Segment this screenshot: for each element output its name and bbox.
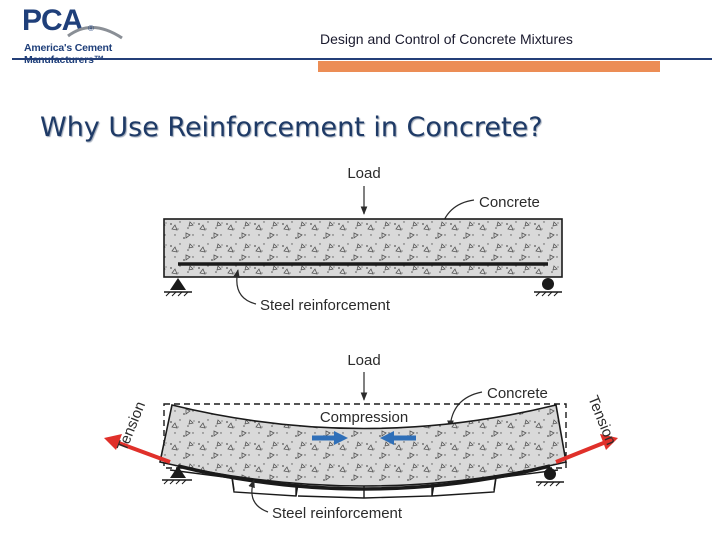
bottom-steel-leader — [248, 479, 269, 513]
header-accent-bar — [318, 61, 660, 72]
header-title: Design and Control of Concrete Mixtures — [320, 31, 573, 47]
compression-label: Compression — [320, 409, 408, 426]
bottom-concrete-label: Concrete — [487, 385, 548, 402]
deflected-beam-diagram: Load Concrete Compression — [104, 352, 619, 522]
bottom-load-label: Load — [347, 352, 380, 369]
top-concrete-beam — [163, 218, 563, 278]
compression-arrow-left-icon — [380, 431, 416, 445]
top-roller-support-icon — [534, 278, 562, 297]
bottom-pin-support-icon — [162, 466, 192, 485]
header-rule — [12, 58, 712, 60]
slide-title: Why Use Reinforcement in Concrete? — [40, 112, 543, 143]
top-steel-label: Steel reinforcement — [260, 297, 391, 314]
logo-swoosh-icon — [67, 26, 123, 40]
compression-arrow-right-icon — [312, 431, 348, 445]
tension-arrow-right-icon — [555, 434, 618, 464]
top-pin-support-icon — [164, 278, 192, 297]
pca-logo: PCA ® America's Cement Manufacturers™ — [22, 4, 192, 66]
bottom-concrete-beam — [159, 404, 567, 487]
bottom-steel-label: Steel reinforcement — [272, 505, 403, 522]
bottom-steel-bar — [177, 464, 551, 491]
tension-right-label: Tension — [584, 393, 619, 447]
top-load-label: Load — [347, 165, 380, 182]
bottom-roller-support-icon — [536, 468, 564, 487]
logo-tagline: America's Cement Manufacturers™ — [24, 42, 113, 66]
top-concrete-label: Concrete — [479, 194, 540, 211]
tension-left-label: Tension — [114, 399, 149, 453]
original-beam-outline — [163, 403, 567, 469]
straight-beam-diagram: Load Concrete Steel reinforcement — [163, 165, 563, 314]
tension-arrow-left-icon — [104, 434, 171, 464]
logo-registered: ® — [88, 24, 94, 33]
top-steel-leader — [233, 269, 257, 305]
